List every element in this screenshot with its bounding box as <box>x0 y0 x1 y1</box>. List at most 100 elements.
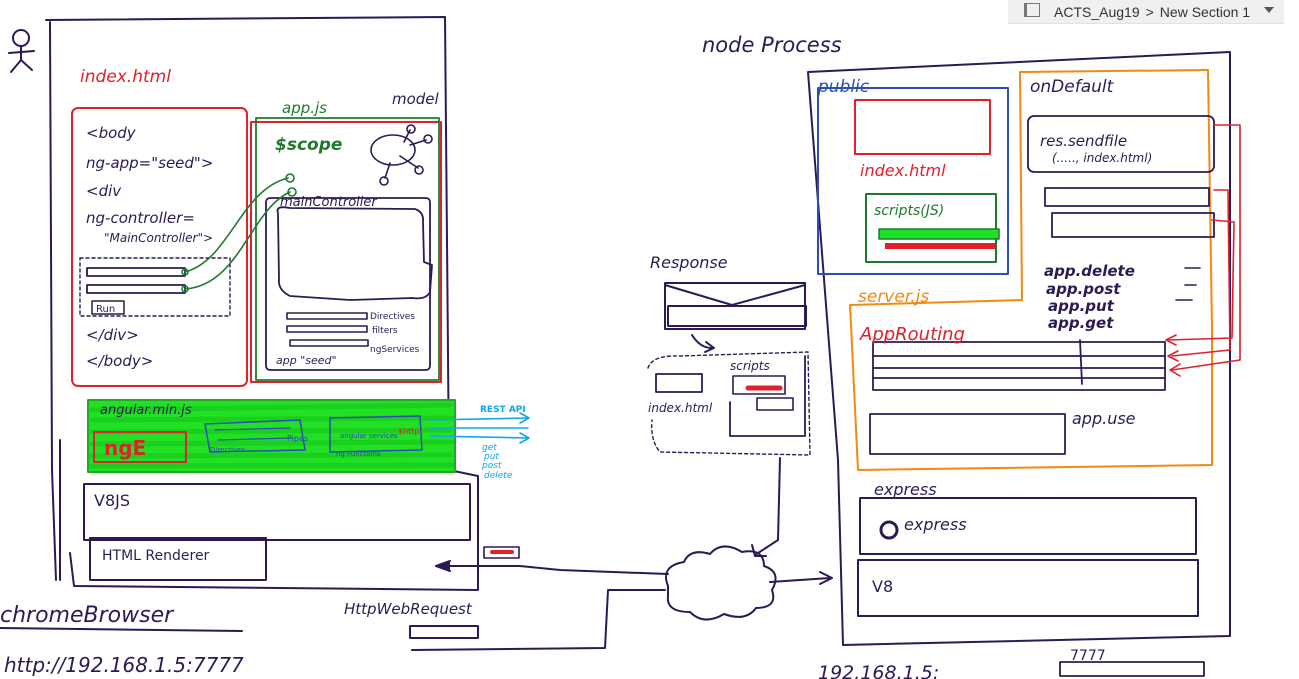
angular-block <box>87 399 456 473</box>
node-process-title: node Process <box>702 33 842 57</box>
breadcrumb-notebook[interactable]: ACTS_Aug19 <box>1054 3 1140 20</box>
cloud-to-server <box>769 571 833 585</box>
cloud-to-response <box>751 457 781 557</box>
app-routing-label: AppRouting <box>859 324 965 345</box>
breadcrumb-separator: > <box>1145 3 1154 20</box>
index-html-box <box>71 107 248 387</box>
code-line-4: ng-controller= <box>86 209 195 227</box>
binding-links <box>181 173 297 293</box>
controller-label: mainController <box>280 195 378 210</box>
browser-label: chromeBrowser <box>0 603 175 628</box>
public-index-box <box>854 99 991 155</box>
angular-label-http: $http <box>398 427 420 436</box>
div-region <box>79 257 231 317</box>
server-address: 192.168.1.5: <box>818 662 939 679</box>
port-box <box>1059 661 1205 677</box>
request-path <box>409 560 669 651</box>
express-module-label: express <box>904 515 967 534</box>
sendfile-box <box>1027 115 1215 173</box>
code-line-3: <div <box>86 182 122 200</box>
on-default-label: onDefault <box>1030 77 1115 97</box>
code-line-7: </body> <box>86 352 153 370</box>
ng-label: ngE <box>104 436 146 460</box>
server-port: 7777 <box>1070 648 1106 664</box>
method-list: app.delete app.post app.put app.get <box>1044 262 1135 332</box>
app-js-green-box <box>255 117 440 381</box>
method-get: app.get <box>1048 314 1114 332</box>
public-label: public <box>817 77 870 97</box>
routing-arrows <box>1165 124 1241 377</box>
angular-title: angular.min.js <box>100 403 192 418</box>
index-html-code: <body ng-app="seed"> <div ng-controller=… <box>86 124 213 370</box>
express-box <box>859 497 1197 555</box>
notebook-icon <box>1024 2 1040 17</box>
server-js-label: server.js <box>858 287 929 307</box>
http-method-put: put <box>483 452 499 462</box>
routing-table <box>872 339 1166 391</box>
scripts-green-bar <box>878 228 1000 240</box>
html-renderer-box <box>89 537 267 581</box>
item-filters: filters <box>372 326 398 336</box>
preview-index-label: index.html <box>648 401 713 415</box>
scope-graph <box>370 124 433 186</box>
sendfile-line-1: res.sendfile <box>1040 132 1127 150</box>
run-button-sketch <box>91 300 125 315</box>
sendfile-line-2: (....., index.html) <box>1052 151 1152 165</box>
request-label: HttpWebRequest <box>344 600 473 618</box>
renderer-label: HTML Renderer <box>102 548 210 564</box>
preview-scripts-label: scripts <box>730 359 770 373</box>
public-scripts-box <box>865 193 997 263</box>
response-preview <box>647 351 811 456</box>
controller-items <box>286 312 369 347</box>
http-method-post: post <box>481 461 502 471</box>
run-button-label: Run <box>96 304 115 315</box>
chevron-down-icon[interactable] <box>1264 6 1275 13</box>
express-bullet <box>879 520 899 540</box>
request-marker <box>483 546 520 559</box>
item-directives: Directives <box>370 312 415 322</box>
angular-label-functions: ng Functions <box>336 450 381 458</box>
public-index-label: index.html <box>860 161 946 180</box>
app-use-box <box>869 413 1066 455</box>
v8js-box <box>83 483 471 541</box>
model-label: model <box>392 90 440 108</box>
http-method-get: get <box>482 443 497 453</box>
server-v8-label: V8 <box>872 577 893 596</box>
route-box-2 <box>1051 212 1215 238</box>
angular-label-directives: Directives <box>210 446 245 454</box>
route-box-1 <box>1044 187 1210 207</box>
app-js-title: app.js <box>282 99 327 117</box>
v8js-label: V8JS <box>94 491 130 510</box>
browser-label-underline <box>0 627 243 632</box>
code-line-6: </div> <box>86 326 139 344</box>
rest-api-label: REST API <box>480 405 526 415</box>
input-sketch-1 <box>86 267 186 277</box>
public-scripts-label: scripts(JS) <box>874 203 944 219</box>
item-ngservices: ngServices <box>370 345 420 355</box>
method-put: app.put <box>1048 297 1115 315</box>
breadcrumb-section[interactable]: New Section 1 <box>1159 3 1251 20</box>
code-line-5: "MainController"> <box>104 231 213 245</box>
public-box <box>817 87 1009 275</box>
browser-frame <box>45 16 479 591</box>
server-js-outline <box>849 69 1213 471</box>
express-title: express <box>874 480 937 499</box>
input-sketch-2 <box>86 284 186 294</box>
http-methods: get put post delete <box>481 443 513 481</box>
scripts-red-bar <box>885 243 995 249</box>
http-method-delete: delete <box>484 471 513 481</box>
angular-label-pipes: Pipes <box>287 434 308 443</box>
scope-label: $scope <box>275 135 342 155</box>
browser-url: http://192.168.1.5:7777 <box>4 653 244 677</box>
node-frame <box>807 51 1231 646</box>
response-envelope <box>664 282 807 353</box>
notebook-breadcrumb[interactable]: ACTS_Aug19 > New Section 1 <box>1008 0 1284 24</box>
rest-api-arrows <box>429 412 530 444</box>
user-figure <box>8 29 35 73</box>
code-line-2: ng-app="seed"> <box>86 154 213 172</box>
server-v8-box <box>857 559 1199 617</box>
breadcrumb-path[interactable]: ACTS_Aug19 > New Section 1 <box>1054 4 1250 20</box>
method-dashes <box>1175 267 1201 301</box>
index-html-title: index.html <box>80 67 171 87</box>
